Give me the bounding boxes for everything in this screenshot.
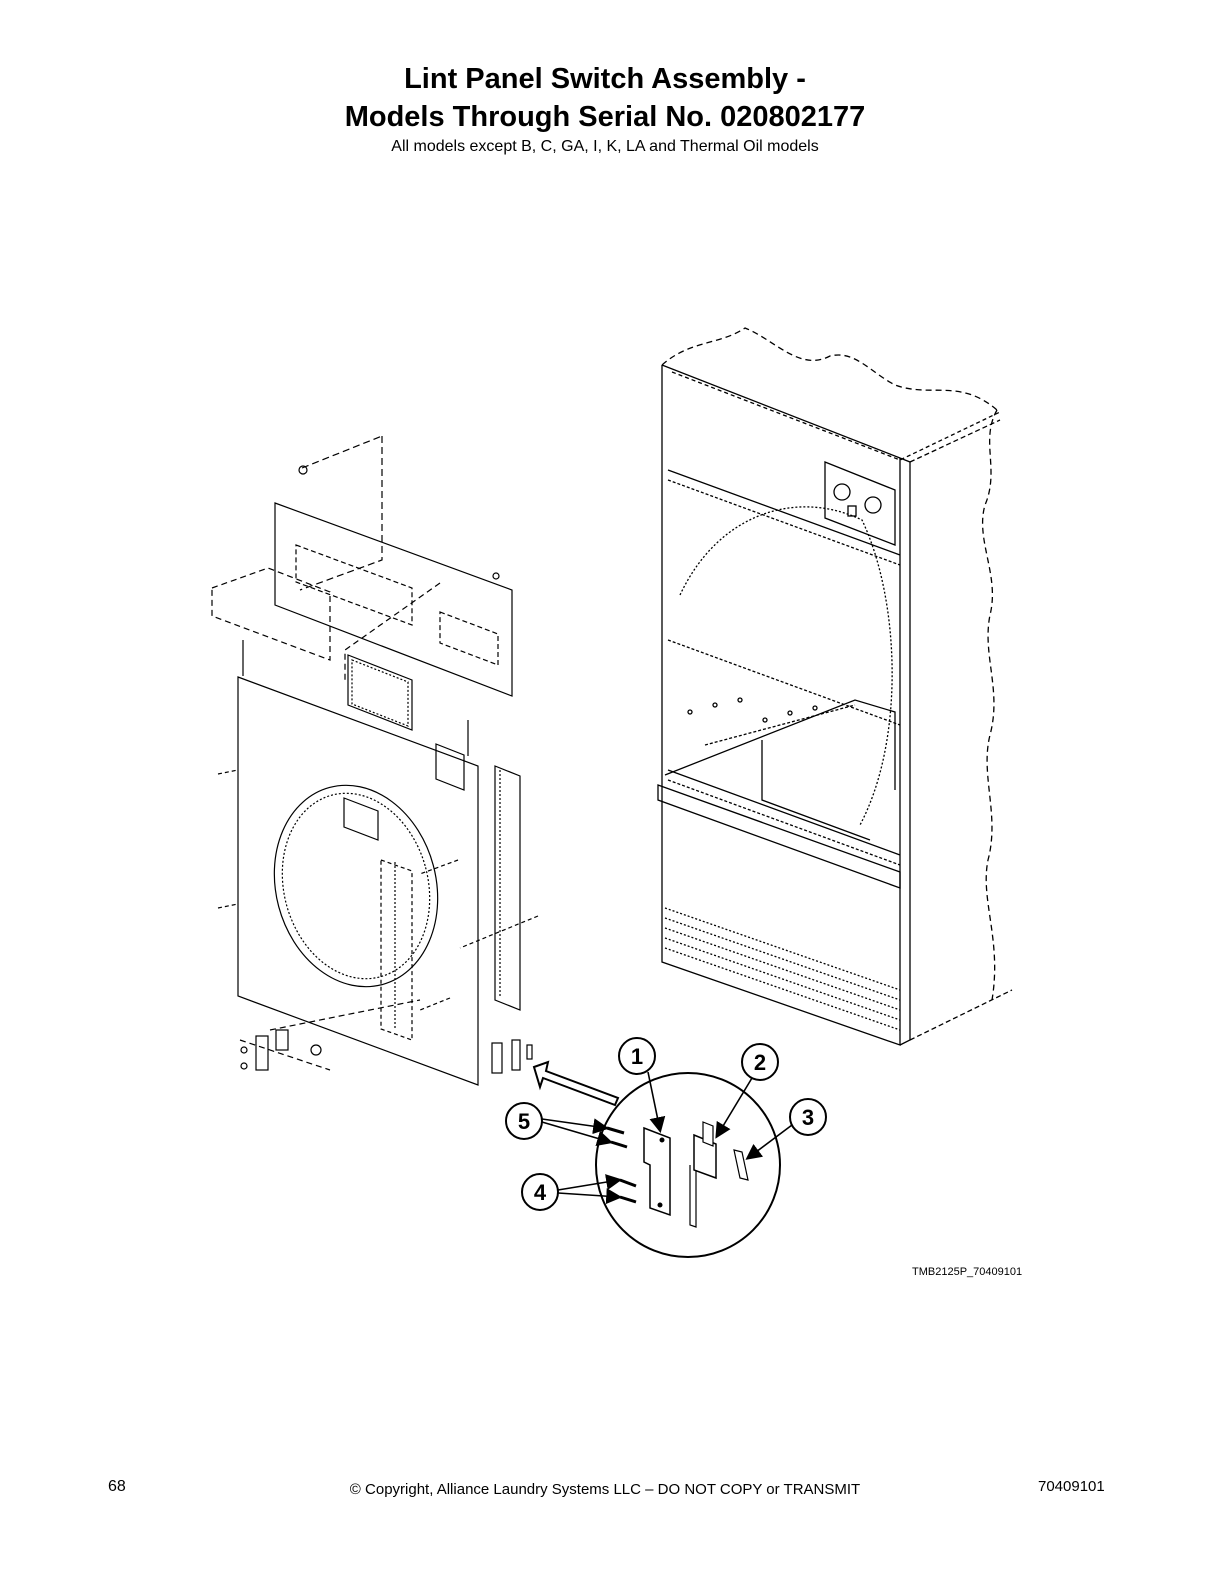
callout-4: 4: [521, 1173, 623, 1211]
callout-5: 5: [505, 1102, 614, 1147]
page-title-line-1: Lint Panel Switch Assembly -: [404, 63, 806, 95]
front-panel-assembly: [211, 435, 539, 1086]
svg-text:5: 5: [518, 1109, 530, 1134]
copyright-notice: © Copyright, Alliance Laundry Systems LL…: [349, 1481, 861, 1498]
callout-3: 3: [745, 1098, 827, 1160]
page-title-line-2: Models Through Serial No. 020802177: [344, 101, 866, 133]
svg-text:1: 1: [631, 1044, 643, 1069]
dryer-cabinet: [657, 327, 1013, 1046]
callout-2: 2: [715, 1043, 779, 1139]
callout-1: 1: [618, 1037, 666, 1134]
page-number: 68: [108, 1478, 126, 1495]
document-number: 70409101: [1038, 1478, 1105, 1495]
svg-text:3: 3: [802, 1105, 814, 1130]
detail-pointer-arrow: [532, 1060, 620, 1107]
figure-code: TMB2125P_70409101: [912, 1266, 1023, 1278]
switch-detail-view: [595, 1072, 781, 1258]
svg-text:2: 2: [754, 1050, 766, 1075]
svg-text:4: 4: [534, 1180, 547, 1205]
page-subtitle: All models except B, C, GA, I, K, LA and…: [391, 138, 819, 155]
